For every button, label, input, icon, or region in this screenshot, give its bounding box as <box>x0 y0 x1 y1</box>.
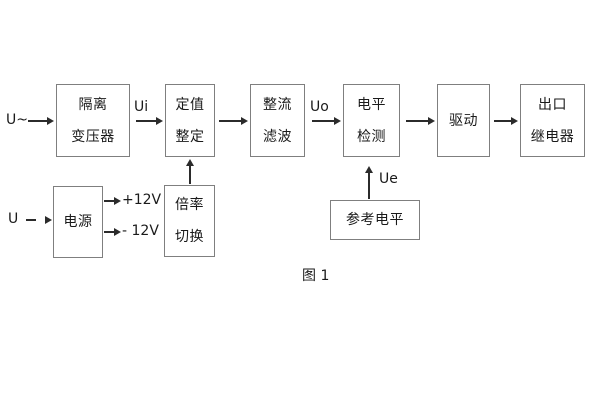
block-multiplier-switch: 倍率 切换 <box>164 185 215 257</box>
arrow-head <box>241 116 248 125</box>
arrow-head <box>185 159 194 166</box>
arrow-shaft <box>28 120 49 122</box>
block-label-line: 切换 <box>175 229 204 245</box>
arrow-dash-segment <box>26 219 36 221</box>
arrow-shaft <box>368 173 370 199</box>
arrow-dc-in-to-power <box>26 215 52 225</box>
arrow-isolation-to-setting <box>136 116 163 126</box>
block-label-line: 电平 <box>357 96 386 113</box>
figure-caption: 图 1 <box>302 268 330 284</box>
arrow-power-to-pos-12v <box>104 196 121 206</box>
arrow-head <box>47 116 54 125</box>
block-label-line: 倍率 <box>175 197 204 213</box>
block-label-line: 参考电平 <box>346 212 404 228</box>
arrow-level-to-drive <box>406 116 435 126</box>
arrow-head <box>114 196 121 205</box>
arrow-head <box>45 215 52 224</box>
label-input-dc: U <box>8 211 19 227</box>
block-label-line: 隔离 <box>78 96 108 113</box>
block-level-detection: 电平 检测 <box>343 84 400 157</box>
label-signal-ui: Ui <box>134 99 149 115</box>
arrow-shaft <box>219 120 243 122</box>
arrow-shaft <box>104 231 116 233</box>
label-pos-12v: +12V <box>122 192 162 208</box>
block-label-line: 出口 <box>538 96 567 113</box>
arrow-ac-in-to-isolation <box>28 116 54 126</box>
block-power-supply: 电源 <box>53 186 103 258</box>
block-label-line: 继电器 <box>530 128 575 145</box>
block-label-line: 整定 <box>175 128 205 145</box>
arrow-shaft <box>136 120 158 122</box>
arrow-head <box>428 116 435 125</box>
arrow-drive-to-relay <box>494 116 518 126</box>
block-drive: 驱动 <box>437 84 490 157</box>
arrow-setting-to-rectify <box>219 116 248 126</box>
arrow-power-to-neg-12v <box>104 227 121 237</box>
arrow-head <box>114 227 121 236</box>
block-label-line: 滤波 <box>263 128 292 145</box>
block-output-relay: 出口 继电器 <box>520 84 585 157</box>
label-neg-12v: - 12V <box>122 223 159 239</box>
block-label-line: 变压器 <box>71 128 115 145</box>
block-label-line: 电源 <box>63 214 93 230</box>
arrow-rectify-to-level <box>312 116 341 126</box>
arrow-head <box>156 116 163 125</box>
block-rectify-filter: 整流 滤波 <box>250 84 305 157</box>
arrow-shaft <box>104 200 116 202</box>
arrow-multiplier-to-setting <box>185 159 195 184</box>
label-signal-ue: Ue <box>379 171 398 187</box>
block-setting-value: 定值 整定 <box>165 84 215 157</box>
arrow-head <box>364 166 373 173</box>
arrow-shaft <box>189 166 191 184</box>
arrow-reference-to-level <box>364 166 374 199</box>
label-input-ac: U~ <box>6 112 28 128</box>
block-label-line: 整流 <box>263 96 292 113</box>
block-label-line: 检测 <box>357 128 386 145</box>
arrow-head <box>334 116 341 125</box>
arrow-shaft <box>406 120 430 122</box>
block-reference-level: 参考电平 <box>330 200 420 240</box>
block-label-line: 定值 <box>175 96 205 113</box>
block-isolation-transformer: 隔离 变压器 <box>56 84 130 157</box>
arrow-shaft <box>494 120 513 122</box>
arrow-head <box>511 116 518 125</box>
arrow-shaft <box>312 120 336 122</box>
label-signal-uo: Uo <box>310 99 329 115</box>
block-label-line: 驱动 <box>449 112 478 129</box>
